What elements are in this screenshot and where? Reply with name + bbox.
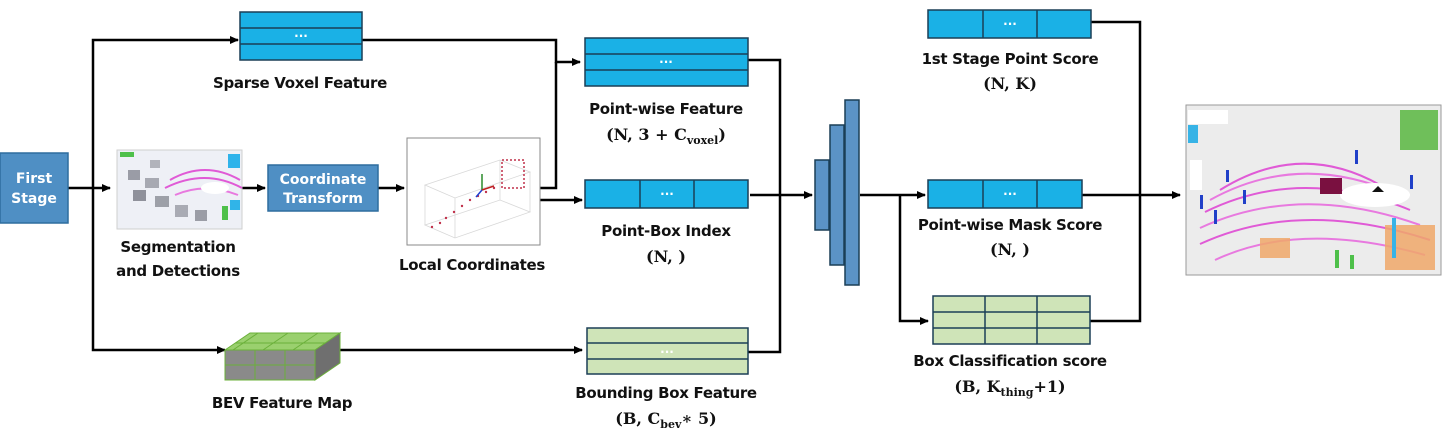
bounding-box-feature-label: Bounding Box Feature	[575, 384, 757, 402]
sparse-voxel-feature-block: ···	[239, 11, 363, 61]
and-detections-label: and Detections	[116, 262, 240, 280]
point-wise-mask-score-label: Point-wise Mask Score	[918, 216, 1102, 234]
ellipsis: ···	[1003, 187, 1017, 201]
first-stage-line2: Stage	[11, 191, 57, 207]
coordinate-transform-line2: Transform	[283, 191, 363, 207]
point-wise-mask-score-block: ···	[927, 179, 1083, 209]
point-box-index-block: ···	[584, 179, 749, 209]
box-classification-score-dims: (B, Kthing+1)	[954, 377, 1065, 399]
first-stage-line1: First	[16, 171, 53, 187]
output-panoptic-image	[1185, 104, 1442, 276]
connectors	[68, 20, 1181, 354]
point-box-index-dims: (N, )	[646, 247, 686, 266]
ellipsis: ···	[659, 55, 673, 69]
sparse-voxel-feature-label: Sparse Voxel Feature	[213, 74, 387, 92]
ellipsis: ···	[1003, 17, 1017, 31]
point-wise-mask-score-dims: (N, )	[990, 240, 1030, 259]
ellipsis: ···	[660, 187, 674, 201]
bev-feature-map-label: BEV Feature Map	[212, 394, 353, 412]
first-stage-point-score-block: ···	[927, 9, 1092, 39]
segmentation-label: Segmentation	[120, 238, 235, 256]
first-stage-block: First Stage	[0, 152, 69, 224]
point-wise-feature-label: Point-wise Feature	[589, 100, 743, 118]
bounding-box-feature-block: ···	[586, 327, 749, 375]
ellipsis: ···	[660, 345, 674, 359]
ellipsis: ···	[294, 29, 308, 43]
coordinate-transform-line1: Coordinate	[280, 172, 367, 188]
box-classification-score-label: Box Classification score	[913, 352, 1107, 370]
segmentation-image	[116, 149, 243, 230]
point-box-index-label: Point-Box Index	[601, 222, 731, 240]
first-stage-point-score-dims: (N, K)	[983, 74, 1037, 93]
bev-feature-map-image	[223, 332, 342, 381]
decoder-block	[814, 99, 860, 286]
box-classification-score-block	[932, 295, 1091, 345]
local-coordinates-label: Local Coordinates	[399, 256, 545, 274]
local-coordinates-image	[406, 137, 541, 246]
first-stage-point-score-label: 1st Stage Point Score	[922, 50, 1099, 68]
point-wise-feature-dims: (N, 3 + Cvoxel)	[606, 125, 726, 147]
point-wise-feature-block: ···	[584, 37, 749, 87]
bounding-box-feature-dims: (B, Cbev∗ 5)	[615, 409, 716, 431]
coordinate-transform-block: Coordinate Transform	[267, 164, 379, 212]
